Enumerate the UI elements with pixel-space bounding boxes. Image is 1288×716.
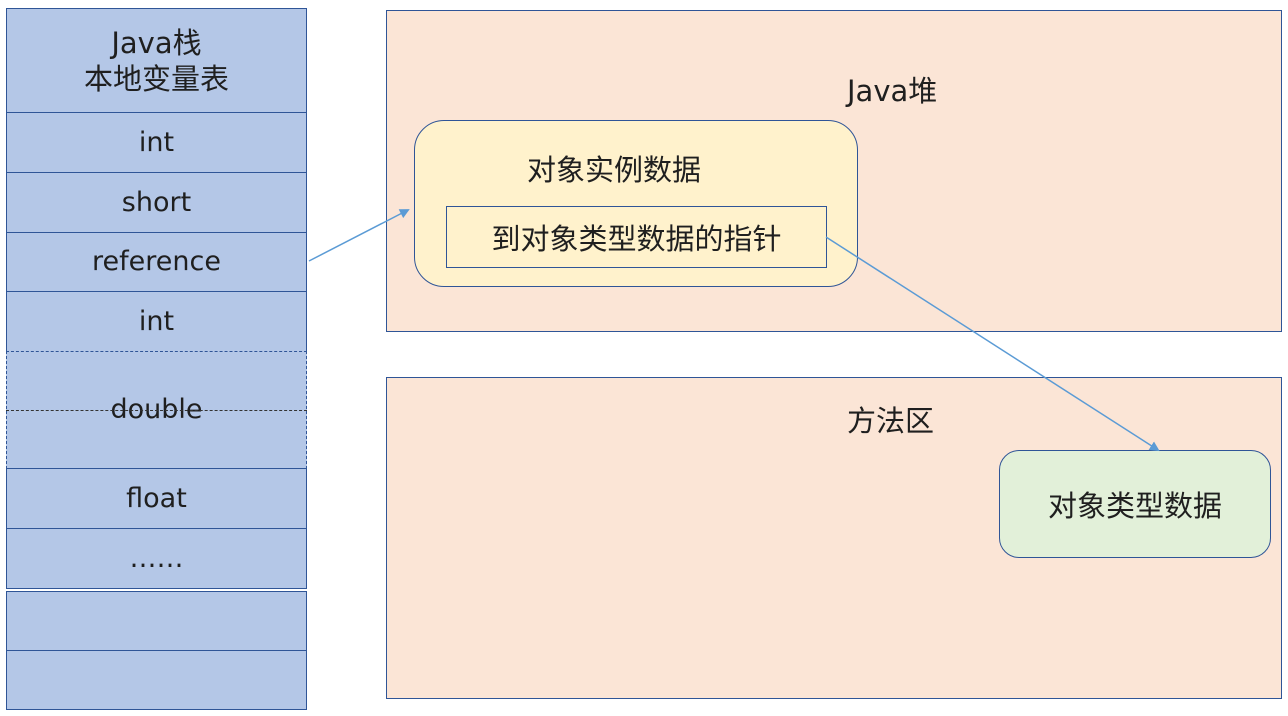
method-area-title: 方法区 (847, 404, 935, 438)
object-instance-data-label: 对象实例数据 (527, 153, 702, 187)
stack-header: Java栈 本地变量表 (6, 8, 307, 113)
double-slot-divider (6, 410, 307, 411)
object-type-data-box: 对象类型数据 (999, 450, 1271, 558)
stack-subtitle: 本地变量表 (83, 61, 229, 96)
stack-slot-empty-2 (6, 650, 307, 710)
stack-slot-empty-1 (6, 591, 307, 651)
heap-title: Java堆 (847, 74, 938, 108)
stack-slot-int: int (6, 112, 307, 173)
type-pointer-box: 到对象类型数据的指针 (446, 206, 827, 268)
stack-slot-float: float (6, 468, 307, 529)
pointer-to-type-data-arrow (825, 236, 1160, 452)
stack-slot-ellipsis: …… (6, 528, 307, 589)
stack-title: Java栈 (111, 25, 202, 60)
stack-slot-int-2: int (6, 291, 307, 352)
object-instance-data-box: 对象实例数据 (414, 120, 858, 287)
reference-to-object-arrow (308, 209, 410, 262)
